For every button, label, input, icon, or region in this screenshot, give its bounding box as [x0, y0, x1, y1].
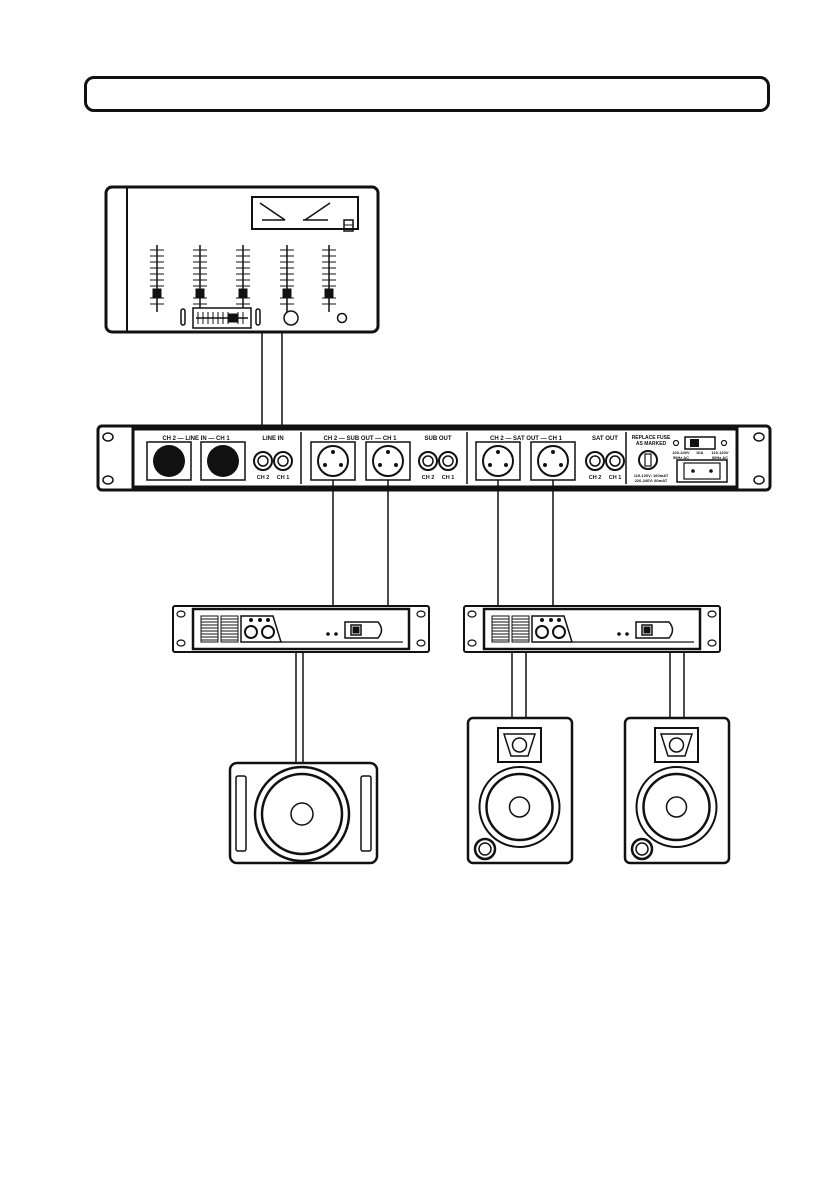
- sub-out-label: SUB OUT: [425, 436, 452, 442]
- line-in-label: LINE IN: [262, 436, 283, 442]
- line-in-ch1-label: CH 1: [277, 475, 290, 481]
- monitor-speaker-icon: [625, 718, 729, 863]
- fuse-rating-2: 220-240V: 80mAT: [635, 478, 668, 483]
- subwoofer-icon: [230, 763, 377, 863]
- mixer-icon: [106, 187, 378, 332]
- line-in-ch2-label: CH 2: [257, 475, 270, 481]
- fuse-title-2: AS MARKED: [636, 441, 667, 447]
- sat-out-ch2-label: CH 2: [589, 475, 602, 481]
- voltage-right-2: 60Hz AC: [712, 455, 728, 460]
- power-amplifier-icon: [464, 606, 720, 652]
- sat-out-label: SAT OUT: [592, 436, 618, 442]
- sat-out-ch1-label: CH 1: [609, 475, 622, 481]
- voltage-mid-1: DIA: [697, 450, 704, 455]
- sub-out-ch1-label: CH 1: [442, 475, 455, 481]
- power-amplifier-icon: [173, 606, 429, 652]
- line-in-pair-label: CH 2 — LINE IN — CH 1: [162, 436, 230, 442]
- cable-crossover-to-amps: [333, 480, 553, 606]
- sat-out-pair-label: CH 2 — SAT OUT — CH 1: [490, 436, 563, 442]
- sub-out-ch2-label: CH 2: [422, 475, 435, 481]
- voltage-left-2: 50Hz AC: [673, 455, 689, 460]
- monitor-speaker-icon: [468, 718, 572, 863]
- sub-out-pair-label: CH 2 — SUB OUT — CH 1: [323, 436, 397, 442]
